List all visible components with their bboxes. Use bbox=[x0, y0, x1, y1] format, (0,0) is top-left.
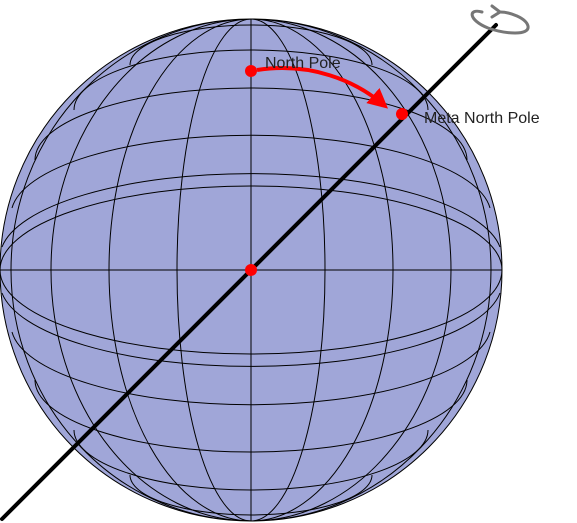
rotation-arrow-icon bbox=[470, 4, 530, 35]
north-pole-marker bbox=[245, 65, 257, 77]
center-marker bbox=[245, 264, 257, 276]
meta-north-pole-marker bbox=[396, 108, 408, 120]
north-pole-label: North Pole bbox=[265, 55, 341, 72]
pole-shift-arrow bbox=[256, 66, 389, 109]
meta-north-pole-label: Meta North Pole bbox=[424, 110, 540, 127]
